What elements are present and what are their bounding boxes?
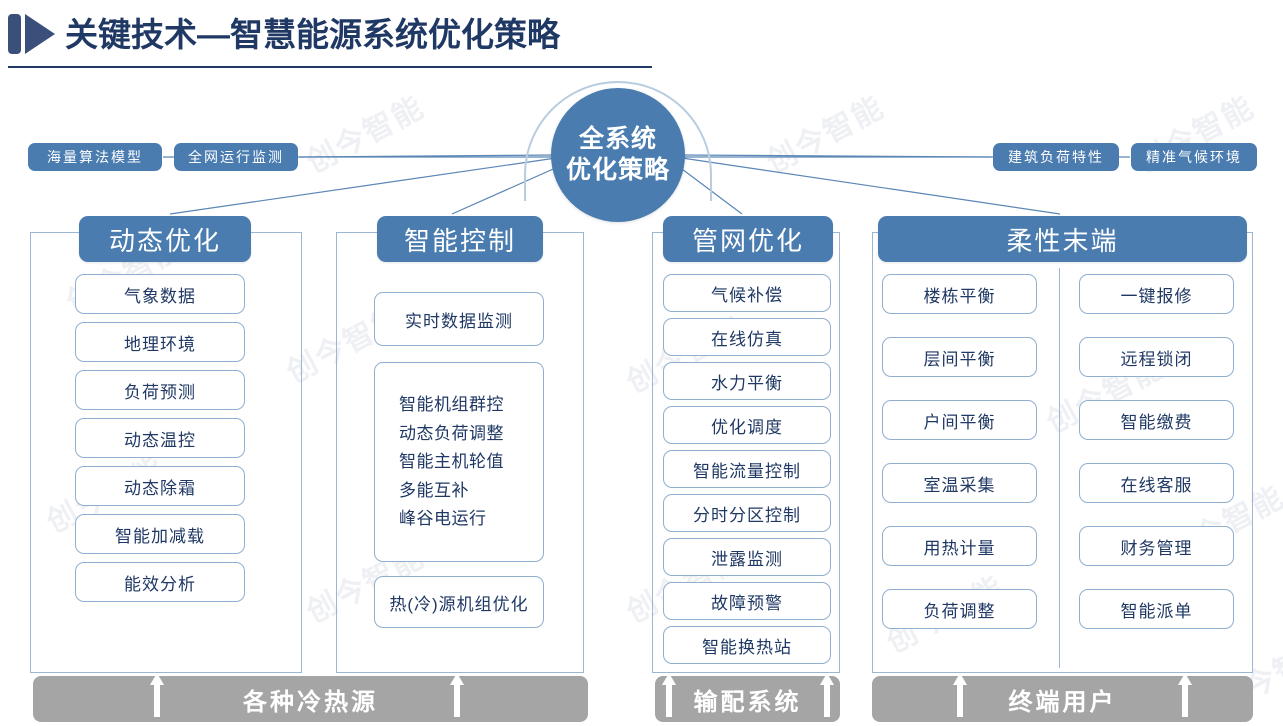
- list-item[interactable]: 水力平衡: [663, 362, 831, 400]
- list-item[interactable]: 动态温控: [75, 418, 245, 458]
- list-item[interactable]: 能效分析: [75, 562, 245, 602]
- list-item[interactable]: 在线仿真: [663, 318, 831, 356]
- list-item[interactable]: 户间平衡: [882, 400, 1037, 440]
- list-item[interactable]: 泄露监测: [663, 538, 831, 576]
- list-item[interactable]: 智能加减载: [75, 514, 245, 554]
- list-item[interactable]: 气象数据: [75, 274, 245, 314]
- list-item[interactable]: 财务管理: [1079, 526, 1234, 566]
- list-item[interactable]: 优化调度: [663, 406, 831, 444]
- up-arrow-icon: [953, 673, 967, 717]
- list-item[interactable]: 热(冷)源机组优化: [374, 576, 544, 628]
- group-line: 智能机组群控: [399, 395, 504, 415]
- column-divider: [1059, 268, 1060, 668]
- list-item[interactable]: 故障预警: [663, 582, 831, 620]
- up-arrow-icon: [450, 673, 464, 717]
- play-bar-icon: [8, 14, 55, 54]
- group-line: 多能互补: [399, 480, 469, 500]
- hub-line-1: 全系统: [578, 124, 657, 153]
- item-list-pipe-network-optimization: 气候补偿 在线仿真 水力平衡 优化调度 智能流量控制 分时分区控制 泄露监测 故…: [663, 274, 831, 664]
- column-header-pipe-network-optimization[interactable]: 管网优化: [663, 216, 833, 262]
- list-item[interactable]: 智能缴费: [1079, 400, 1234, 440]
- tag-precise-climate-environment[interactable]: 精准气候环境: [1131, 143, 1257, 171]
- list-item[interactable]: 动态除霜: [75, 466, 245, 506]
- list-item[interactable]: 地理环境: [75, 322, 245, 362]
- list-item[interactable]: 用热计量: [882, 526, 1037, 566]
- up-arrow-icon: [662, 673, 676, 717]
- list-item[interactable]: 层间平衡: [882, 337, 1037, 377]
- tag-building-load-profile[interactable]: 建筑负荷特性: [993, 143, 1119, 171]
- list-item[interactable]: 分时分区控制: [663, 494, 831, 532]
- up-arrow-icon: [1178, 673, 1192, 717]
- list-item[interactable]: 负荷调整: [882, 589, 1037, 629]
- group-line: 智能主机轮值: [399, 452, 504, 472]
- list-item[interactable]: 楼栋平衡: [882, 274, 1037, 314]
- list-item[interactable]: 气候补偿: [663, 274, 831, 312]
- list-item[interactable]: 智能流量控制: [663, 450, 831, 488]
- list-item[interactable]: 一键报修: [1079, 274, 1234, 314]
- hub-node[interactable]: 全系统 优化策略: [551, 88, 685, 222]
- group-line: 峰谷电运行: [399, 509, 487, 529]
- item-list-intelligent-control: 实时数据监测 智能机组群控 动态负荷调整 智能主机轮值 多能互补 峰谷电运行 热…: [374, 292, 544, 628]
- column-header-flexible-terminal[interactable]: 柔性末端: [878, 216, 1247, 262]
- page-title: 关键技术—智慧能源系统优化策略: [8, 14, 560, 54]
- title-underline: [8, 66, 652, 68]
- column-header-intelligent-control[interactable]: 智能控制: [377, 216, 543, 262]
- column-header-dynamic-optimization[interactable]: 动态优化: [79, 216, 251, 262]
- item-subcolumn-right: 一键报修 远程锁闭 智能缴费 在线客服 财务管理 智能派单: [1079, 274, 1234, 629]
- list-item[interactable]: 负荷预测: [75, 370, 245, 410]
- list-item[interactable]: 智能派单: [1079, 589, 1234, 629]
- up-arrow-icon: [150, 673, 164, 717]
- list-item[interactable]: 室温采集: [882, 463, 1037, 503]
- tag-network-wide-monitoring[interactable]: 全网运行监测: [174, 143, 298, 171]
- tag-massive-algorithm-model[interactable]: 海量算法模型: [28, 143, 162, 171]
- list-item[interactable]: 远程锁闭: [1079, 337, 1234, 377]
- list-item-group[interactable]: 智能机组群控 动态负荷调整 智能主机轮值 多能互补 峰谷电运行: [374, 362, 544, 562]
- bottom-bar-distribution-system[interactable]: 输配系统: [655, 676, 840, 722]
- up-arrow-icon: [820, 673, 834, 717]
- list-item[interactable]: 实时数据监测: [374, 292, 544, 346]
- hub-line-2: 优化策略: [565, 156, 670, 184]
- item-list-dynamic-optimization: 气象数据 地理环境 负荷预测 动态温控 动态除霜 智能加减载 能效分析: [75, 274, 245, 602]
- bottom-bar-end-users[interactable]: 终端用户: [872, 676, 1253, 722]
- item-subcolumn-left: 楼栋平衡 层间平衡 户间平衡 室温采集 用热计量 负荷调整: [882, 274, 1037, 629]
- list-item[interactable]: 智能换热站: [663, 626, 831, 664]
- bottom-bar-heat-cold-sources[interactable]: 各种冷热源: [33, 676, 588, 722]
- list-item[interactable]: 在线客服: [1079, 463, 1234, 503]
- group-line: 动态负荷调整: [399, 423, 504, 443]
- item-list-flexible-terminal: 楼栋平衡 层间平衡 户间平衡 室温采集 用热计量 负荷调整 一键报修 远程锁闭 …: [882, 274, 1234, 629]
- page-title-text: 关键技术—智慧能源系统优化策略: [65, 15, 560, 53]
